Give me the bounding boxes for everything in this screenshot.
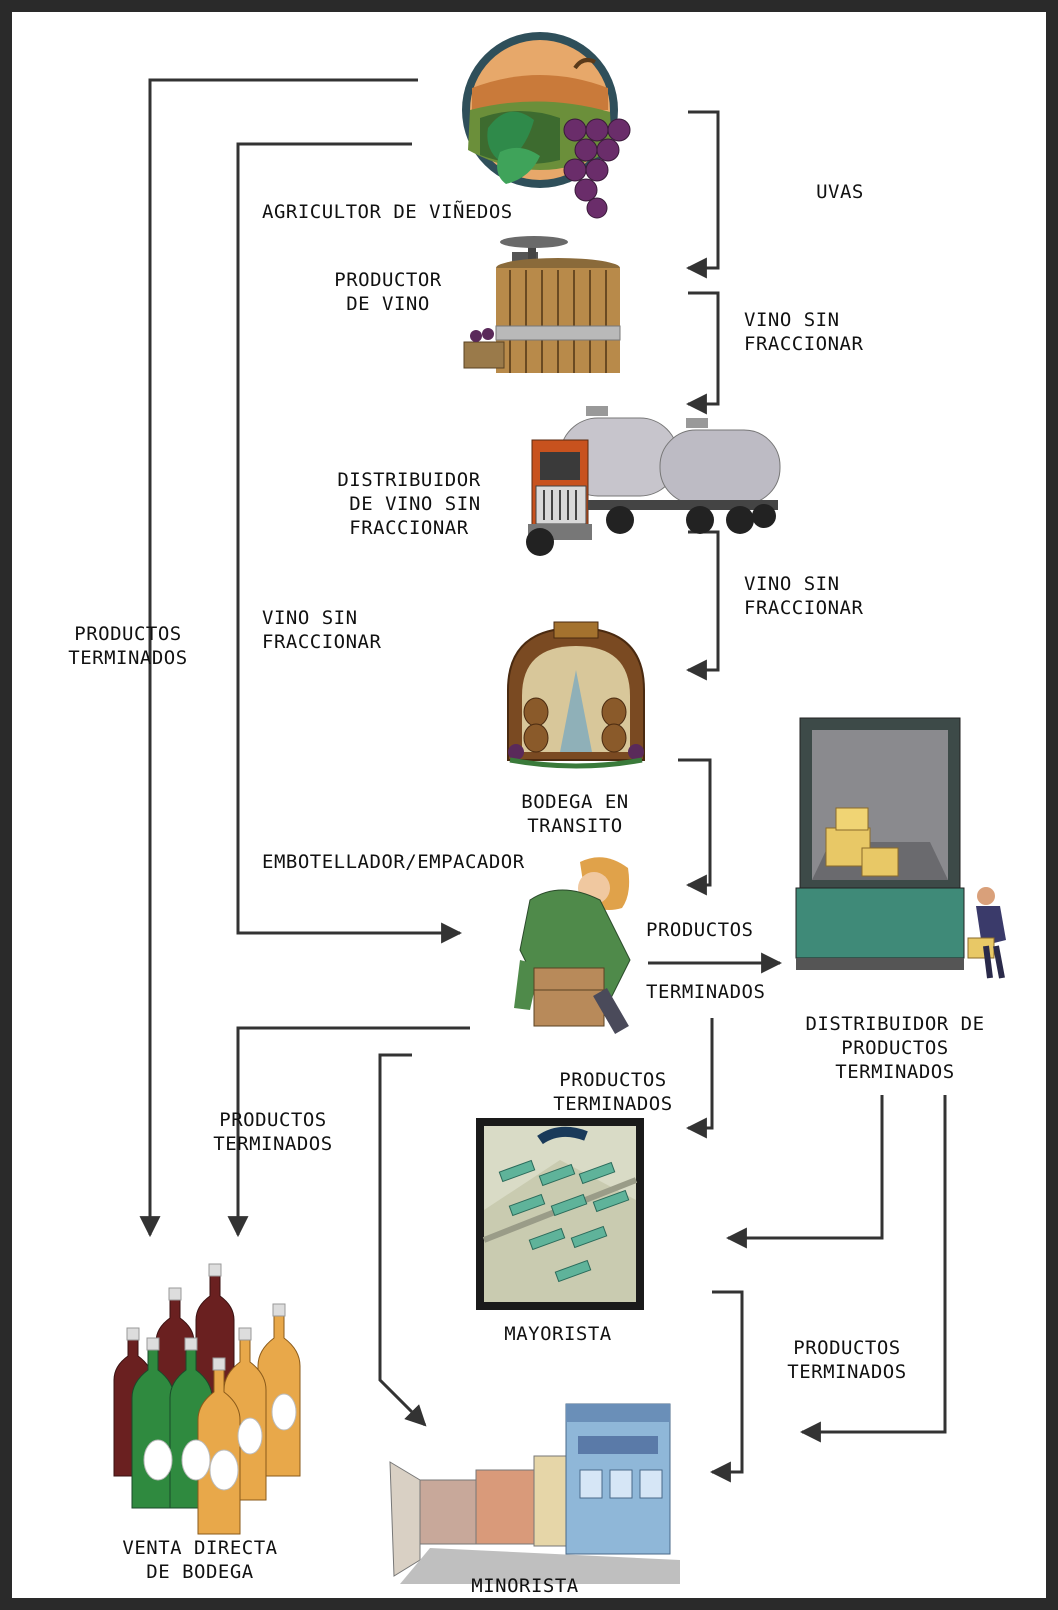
arrow-bottler-to-direct-sale — [227, 1026, 470, 1238]
edge-label-finished-top: PRODUCTOS — [646, 919, 754, 941]
label-bottler: EMBOTELLADOR/EMPACADOR — [262, 851, 525, 873]
warehouse-map-icon — [476, 1118, 644, 1310]
edge-label-finished-direct: PRODUCTOS TERMINADOS — [213, 1109, 333, 1155]
label-retailer: MINORISTA — [471, 1575, 579, 1597]
edge-label-finished-right: PRODUCTOS TERMINADOS — [787, 1337, 907, 1383]
arrow-grapes — [685, 110, 720, 279]
edge-label-bulk-wine-1: VINO SIN FRACCIONAR — [744, 309, 864, 355]
label-direct-sale: VENTA DIRECTA DE BODEGA — [122, 1537, 278, 1583]
delivery-truck-icon — [795, 717, 1006, 979]
wine-cellar-icon — [507, 621, 645, 769]
arrow-bulk-wine-2 — [685, 530, 720, 681]
label-producer: PRODUCTOR DE VINO — [334, 269, 442, 315]
arrow-farmer-to-direct-sale — [139, 78, 418, 1238]
edge-label-finished-bottom: TERMINADOS — [646, 981, 766, 1003]
label-wholesaler: MAYORISTA — [504, 1323, 612, 1345]
edge-label-finished-left: PRODUCTOS TERMINADOS — [68, 623, 188, 669]
label-transit-cellar: BODEGA EN TRANSITO — [521, 791, 629, 837]
arrow-bulk-wine-1 — [685, 291, 720, 415]
arrow-farmer-to-bottler — [236, 142, 463, 944]
label-farmer: AGRICULTOR DE VIÑEDOS — [262, 201, 513, 223]
wine-press-icon — [463, 236, 621, 373]
label-bulk-distributor: DISTRIBUIDOR DE VINO SIN FRACCIONAR — [337, 469, 481, 539]
edge-label-bulk-wine-left: VINO SIN FRACCIONAR — [262, 607, 382, 653]
arrow-cellar-to-bottler — [678, 758, 712, 896]
street-shops-icon — [389, 1403, 680, 1584]
vineyard-icon — [462, 32, 631, 219]
label-finished-distributor: DISTRIBUIDOR DE PRODUCTOS TERMINADOS — [805, 1013, 985, 1083]
arrow-distributor-to-wholesaler — [725, 1095, 884, 1249]
edge-label-grapes: UVAS — [816, 181, 864, 203]
arrow-wholesaler-to-retailer — [709, 1290, 744, 1483]
wine-bottles-icon — [113, 1263, 301, 1535]
edge-label-finished-mid: PRODUCTOS TERMINADOS — [553, 1069, 673, 1115]
packer-icon — [514, 857, 631, 1035]
arrow-distributor-to-retailer — [799, 1095, 947, 1443]
arrow-bottler-to-wholesaler — [685, 1018, 714, 1139]
arrow-bottler-to-retailer — [378, 1053, 427, 1427]
tanker-truck-icon — [526, 406, 781, 556]
edge-label-bulk-wine-2: VINO SIN FRACCIONAR — [744, 573, 864, 619]
